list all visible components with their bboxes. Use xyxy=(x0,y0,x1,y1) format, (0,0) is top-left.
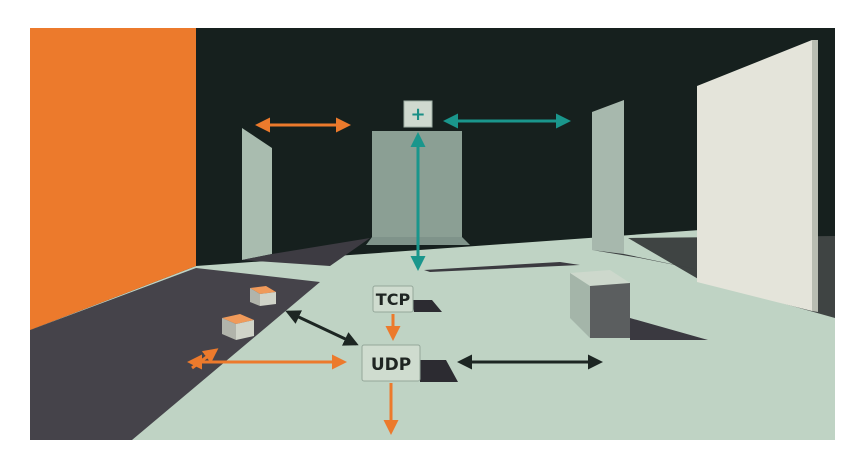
small-block-2-top xyxy=(222,314,254,324)
left-panel-shadow xyxy=(242,238,370,266)
right-block-shadow xyxy=(630,318,708,340)
right-block-side xyxy=(590,283,630,338)
udp-box-shadow xyxy=(420,360,458,382)
right-panel xyxy=(592,100,624,254)
orange-wall xyxy=(30,28,196,330)
small-block-1-side xyxy=(250,288,260,306)
right-block-front xyxy=(570,273,590,338)
big-right-wall xyxy=(697,40,812,311)
orange-arrow-diagonal-left xyxy=(191,348,219,370)
small-block-2-side xyxy=(222,318,236,340)
tcp-box xyxy=(372,285,414,313)
right-block-top xyxy=(570,270,630,286)
floor-shadow-left xyxy=(30,268,320,440)
left-panel xyxy=(242,128,272,260)
small-block-1-top xyxy=(250,286,276,294)
udp-box xyxy=(361,344,421,382)
udp-label: UDP xyxy=(371,355,411,375)
thin-floor-shadow xyxy=(424,262,580,272)
tcp-label: TCP xyxy=(376,290,411,309)
big-right-wall-edge xyxy=(812,40,818,312)
small-block-2-front xyxy=(236,320,254,340)
tcp-box-shadow xyxy=(412,300,442,312)
dark-arrow-diagonal xyxy=(285,310,359,346)
small-block-1-front xyxy=(260,292,276,306)
plus-box xyxy=(403,100,433,128)
plus-label: + xyxy=(410,104,425,125)
